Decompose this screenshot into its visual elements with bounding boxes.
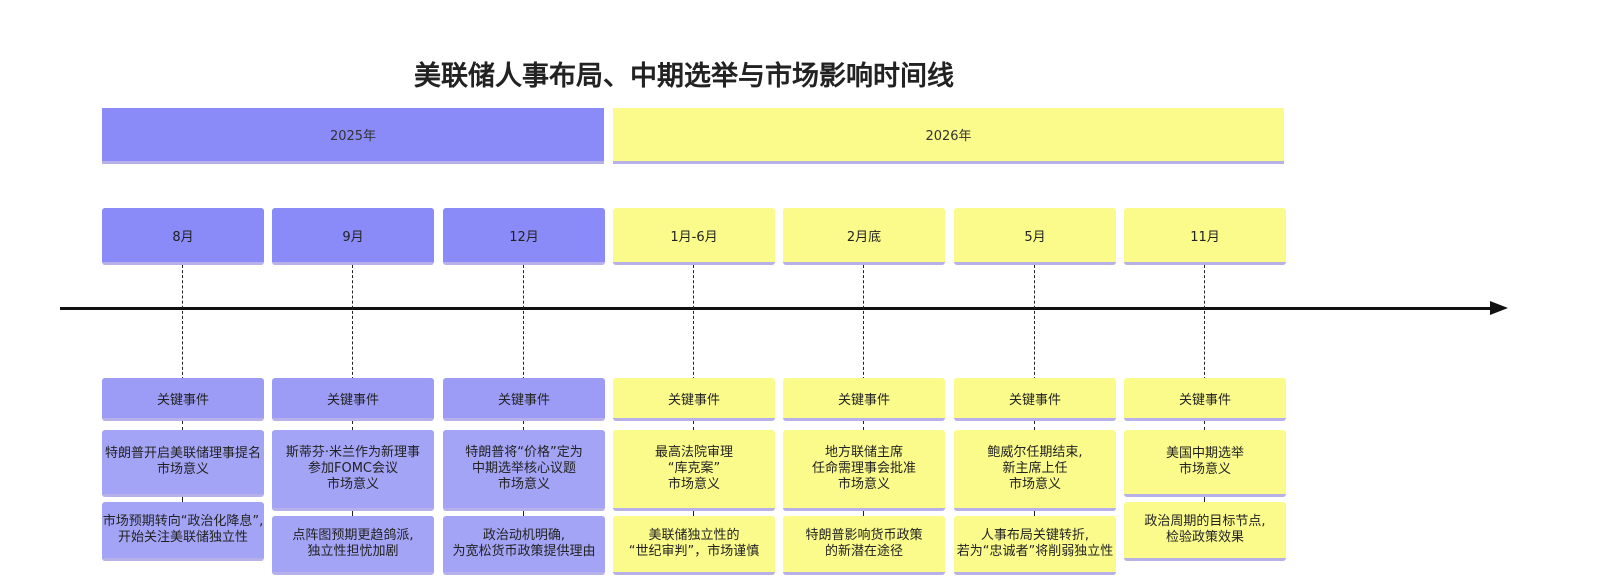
timeline-column: 9月 关键事件 斯蒂芬·米兰作为新理事 参加FOMC会议 市场意义 点阵图预期更… xyxy=(272,208,434,575)
connector-line xyxy=(693,265,694,380)
key-event-header: 关键事件 xyxy=(443,378,605,421)
connector-line xyxy=(523,265,524,380)
connector-line xyxy=(182,265,183,380)
connector-line xyxy=(523,511,524,516)
connector-line xyxy=(1034,511,1035,516)
market-meaning-box: 政治周期的目标节点, 检验政策效果 xyxy=(1124,502,1286,561)
diagram-title: 美联储人事布局、中期选举与市场影响时间线 xyxy=(414,61,954,92)
timeline-column: 2月底 关键事件 地方联储主席 任命需理事会批准 市场意义 特朗普影响货币政策 … xyxy=(783,208,945,575)
year-band-2025: 2025年 xyxy=(102,108,604,164)
market-meaning-box: 人事布局关键转折, 若为“忠诚者”将削弱独立性 xyxy=(954,516,1116,575)
month-label: 12月 xyxy=(443,208,605,265)
market-meaning-box: 政治动机明确, 为宽松货币政策提供理由 xyxy=(443,516,605,575)
market-meaning-box: 特朗普影响货币政策 的新潜在途径 xyxy=(783,516,945,575)
key-event-header: 关键事件 xyxy=(1124,378,1286,421)
event-box: 斯蒂芬·米兰作为新理事 参加FOMC会议 市场意义 xyxy=(272,430,434,511)
month-label: 11月 xyxy=(1124,208,1286,265)
key-event-header: 关键事件 xyxy=(272,378,434,421)
year-band-2026: 2026年 xyxy=(613,108,1284,164)
timeline-column: 1月-6月 关键事件 最高法院审理 “库克案” 市场意义 美联储独立性的 “世纪… xyxy=(613,208,775,575)
connector-line xyxy=(523,421,524,430)
connector-line xyxy=(693,421,694,430)
event-box: 特朗普将“价格”定为 中期选举核心议题 市场意义 xyxy=(443,430,605,511)
month-label: 5月 xyxy=(954,208,1116,265)
connector-line xyxy=(863,511,864,516)
timeline-column: 12月 关键事件 特朗普将“价格”定为 中期选举核心议题 市场意义 政治动机明确… xyxy=(443,208,605,575)
timeline-axis xyxy=(60,307,1495,310)
month-label: 1月-6月 xyxy=(613,208,775,265)
connector-line xyxy=(1034,421,1035,430)
timeline-column: 8月 关键事件 特朗普开启美联储理事提名 市场意义 市场预期转向“政治化降息”,… xyxy=(102,208,264,561)
event-box: 特朗普开启美联储理事提名 市场意义 xyxy=(102,430,264,497)
arrow-head-icon xyxy=(1490,301,1508,315)
key-event-header: 关键事件 xyxy=(613,378,775,421)
connector-line xyxy=(182,497,183,502)
connector-line xyxy=(352,421,353,430)
key-event-header: 关键事件 xyxy=(783,378,945,421)
key-event-header: 关键事件 xyxy=(954,378,1116,421)
month-label: 2月底 xyxy=(783,208,945,265)
event-box: 鲍威尔任期结束, 新主席上任 市场意义 xyxy=(954,430,1116,511)
month-label: 8月 xyxy=(102,208,264,265)
connector-line xyxy=(1204,421,1205,430)
connector-line xyxy=(1204,497,1205,502)
event-box: 地方联储主席 任命需理事会批准 市场意义 xyxy=(783,430,945,511)
market-meaning-box: 点阵图预期更趋鸽派, 独立性担忧加剧 xyxy=(272,516,434,575)
timeline-column: 5月 关键事件 鲍威尔任期结束, 新主席上任 市场意义 人事布局关键转折, 若为… xyxy=(954,208,1116,575)
connector-line xyxy=(352,511,353,516)
connector-line xyxy=(1034,265,1035,380)
connector-line xyxy=(352,265,353,380)
connector-line xyxy=(1204,265,1205,380)
connector-line xyxy=(863,421,864,430)
month-label: 9月 xyxy=(272,208,434,265)
key-event-header: 关键事件 xyxy=(102,378,264,421)
connector-line xyxy=(182,421,183,430)
market-meaning-box: 美联储独立性的 “世纪审判”，市场谨慎 xyxy=(613,516,775,575)
connector-line xyxy=(693,511,694,516)
event-box: 美国中期选举 市场意义 xyxy=(1124,430,1286,497)
event-box: 最高法院审理 “库克案” 市场意义 xyxy=(613,430,775,511)
connector-line xyxy=(863,265,864,380)
timeline-column: 11月 关键事件 美国中期选举 市场意义 政治周期的目标节点, 检验政策效果 xyxy=(1124,208,1286,561)
market-meaning-box: 市场预期转向“政治化降息”, 开始关注美联储独立性 xyxy=(102,502,264,561)
